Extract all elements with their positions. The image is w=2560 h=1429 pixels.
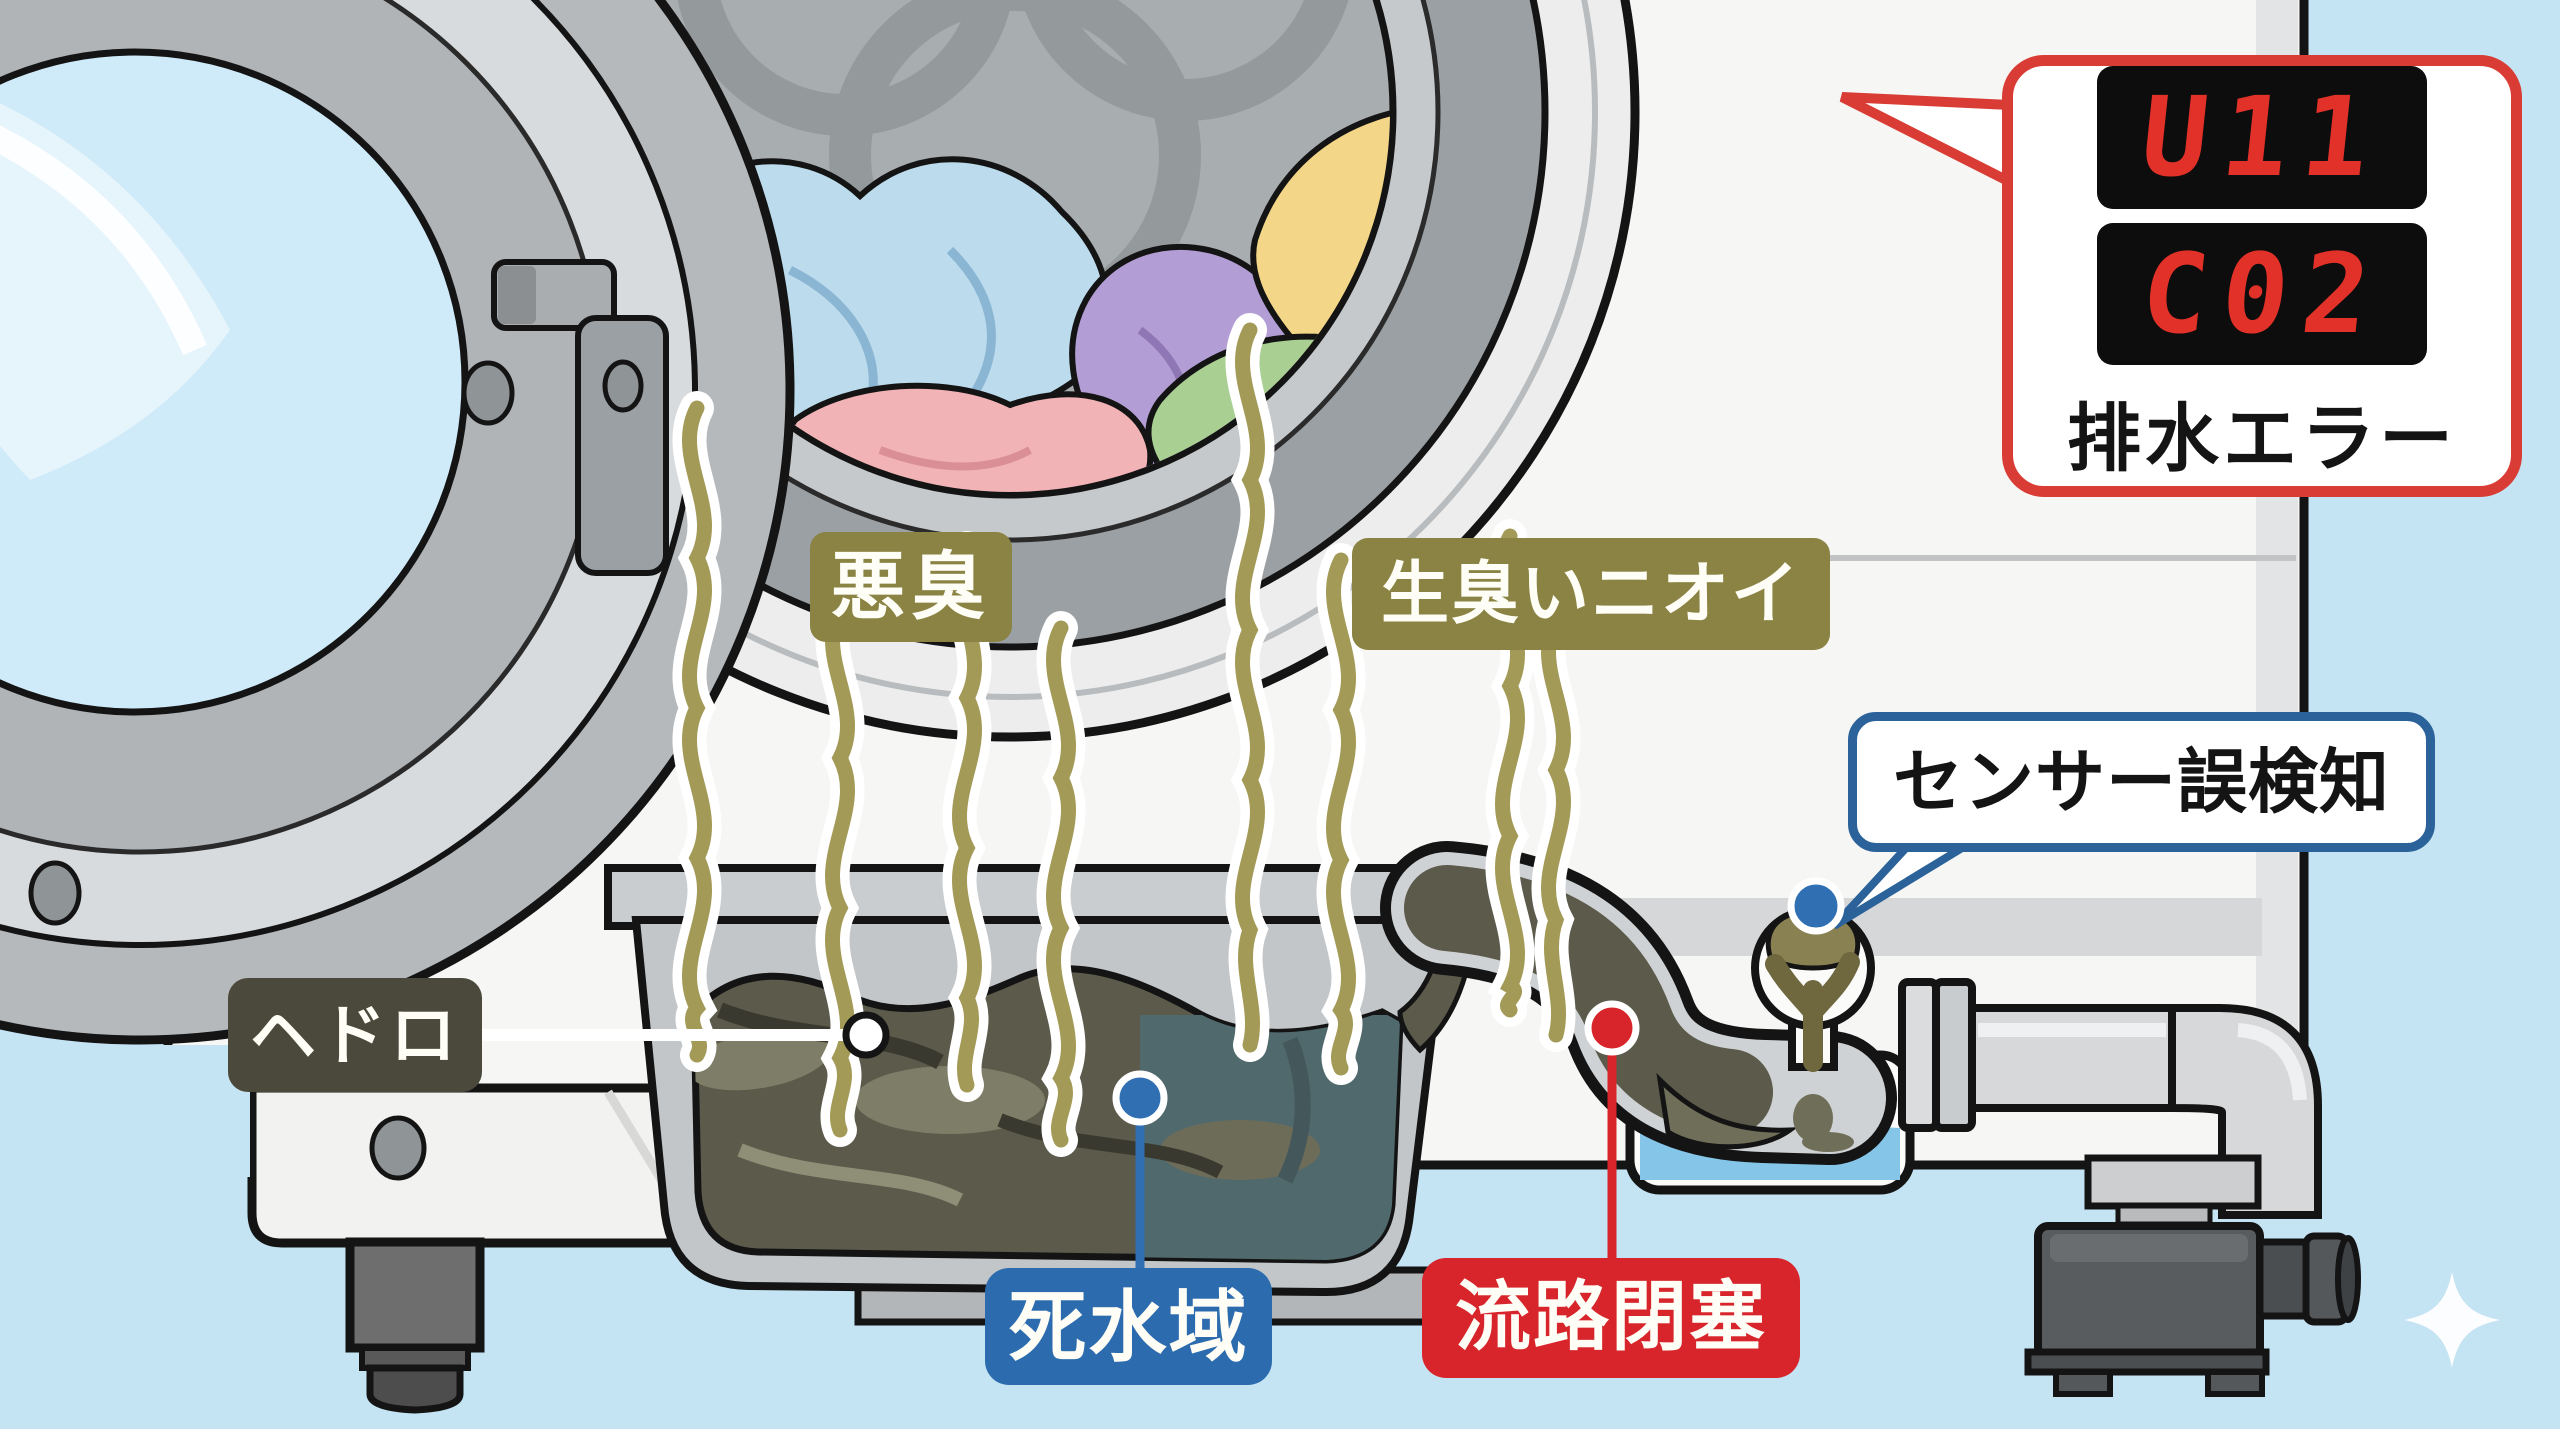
hose-flange [1932, 978, 1976, 1132]
seven-segment-display: C02 [2097, 222, 2427, 365]
sparkle-icon [2404, 1272, 2500, 1368]
door-bolt [602, 359, 644, 413]
drain-hose-assembly [1898, 978, 2361, 1397]
door [0, 0, 795, 1181]
door-hinge-bracket [575, 315, 669, 576]
odor-wisp [1235, 322, 1265, 1053]
odor-wisp [1046, 620, 1076, 1148]
label-dead-water-zone: 死水域 [985, 1268, 1272, 1385]
door-glass-highlight [0, 60, 230, 480]
door-bolt [28, 860, 82, 926]
odor-wisp [952, 540, 982, 1093]
error-code-line2: C02 [2134, 229, 2390, 358]
deadwater-point-marker [1112, 1070, 1168, 1126]
pump-bracket [2084, 1154, 2262, 1210]
error-display-callout: U11 C02 排水エラー [2002, 55, 2522, 497]
machine-foot [345, 1237, 485, 1414]
hose-flange [1898, 978, 1940, 1132]
blockage-point-marker [1584, 1000, 1640, 1056]
seven-segment-display: U11 [2097, 66, 2427, 209]
label-odor: 悪臭 [810, 532, 1012, 642]
odor-wisp [1326, 552, 1356, 1076]
connectors [482, 92, 2015, 1272]
door-bolt [461, 360, 515, 426]
odor-wisp [1541, 612, 1571, 1043]
odor-wisp [682, 400, 712, 1063]
label-sludge: ヘドロ [228, 978, 482, 1092]
sludge-texture [694, 1002, 1400, 1260]
sludge-point-marker [842, 1011, 890, 1059]
label-fishy-smell: 生臭いニオイ [1352, 538, 1830, 650]
sensor-chamber [1751, 906, 1875, 1142]
error-caption: 排水エラー [2067, 397, 2457, 480]
odor-wisp [825, 600, 855, 1138]
speech-bubble-sensor-false-detection: センサー誤検知 [1848, 712, 2435, 852]
door-bolt [369, 1115, 427, 1181]
error-code-line1: U11 [2134, 73, 2390, 202]
base-block [247, 1083, 705, 1248]
label-flow-blockage: 流路閉塞 [1422, 1258, 1800, 1378]
hose-elbow [2168, 1004, 2322, 1219]
sensor-point-marker [1787, 877, 1845, 935]
